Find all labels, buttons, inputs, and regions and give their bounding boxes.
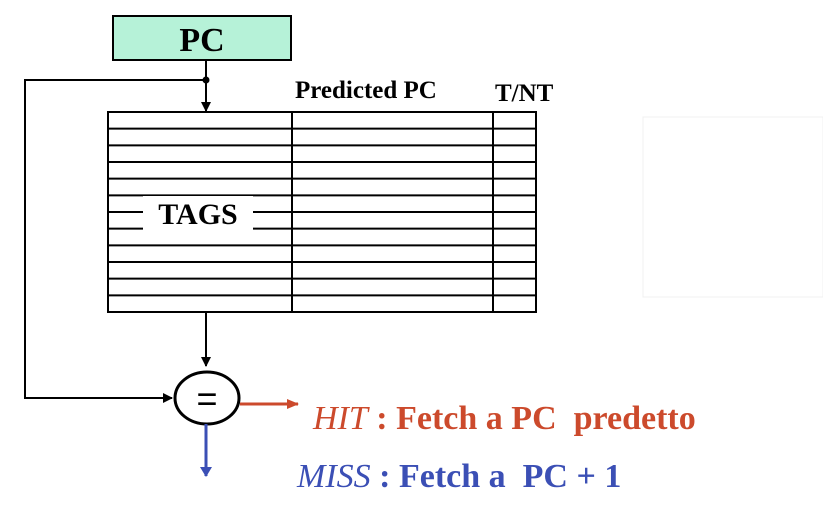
miss-keyword: MISS [296,458,371,495]
hit-description: : Fetch a PC predetto [368,400,696,437]
comparator-symbol: = [196,378,217,419]
hit-keyword: HIT [312,400,370,437]
hit-label: HIT : Fetch a PC predetto [312,400,696,437]
pc-box [112,15,292,61]
tags-label-bg [143,196,253,230]
faint-frame [642,116,823,298]
miss-description: : Fetch a PC + 1 [371,458,622,495]
tnt-header: T/NT [495,80,554,107]
predicted-pc-header: Predicted PC [295,77,437,104]
tags-label: TAGS [158,198,237,231]
pc-to-comparator-arrow [24,79,206,403]
miss-label: MISS : Fetch a PC + 1 [296,458,621,495]
pc-label: PC [179,22,224,59]
